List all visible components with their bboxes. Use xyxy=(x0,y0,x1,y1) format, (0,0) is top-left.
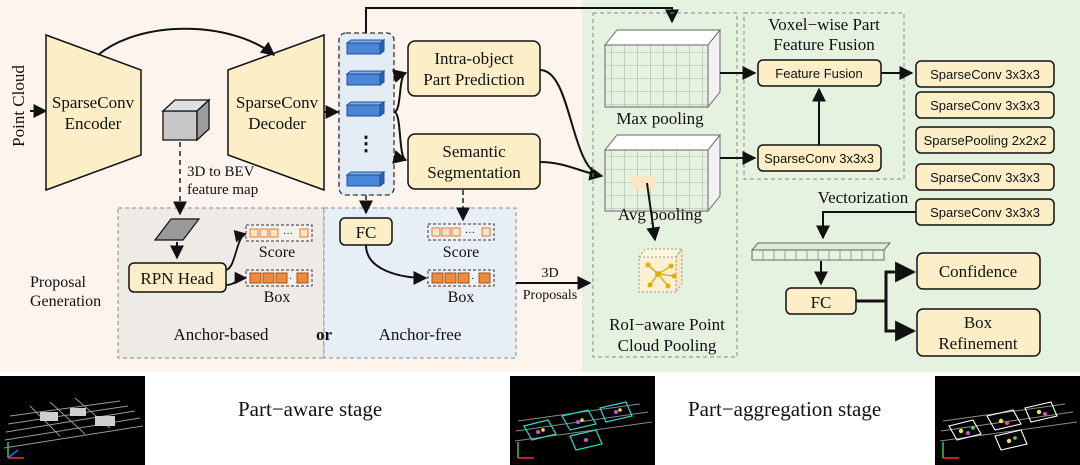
svg-text:···: ··· xyxy=(283,229,293,240)
avg-pooling-grid xyxy=(603,133,722,213)
anchor-based-score-boxes: ··· xyxy=(245,224,313,242)
roi-pooling-label-line1: RoI−aware Point xyxy=(609,315,725,334)
intra-object-part-prediction-block xyxy=(407,40,541,97)
encoder-label-line2: Encoder xyxy=(65,114,122,133)
svg-text:·: · xyxy=(471,274,474,285)
sparseconv-decoder-block xyxy=(227,33,325,192)
point-cloud-scan-input xyxy=(0,376,145,465)
decoder-label-line2: Decoder xyxy=(248,114,306,133)
anchor-based-box-boxes: · xyxy=(245,269,313,287)
anchor-based-box-label: Box xyxy=(264,289,291,306)
vectorized-feature-bar xyxy=(750,242,892,261)
anchor-free-box-label: Box xyxy=(448,289,475,306)
max-pooling-grid xyxy=(603,28,722,109)
box-refinement-label-line2: Refinement xyxy=(938,334,1018,353)
box-refinement-block xyxy=(916,308,1041,357)
anchor-free-score-label: Score xyxy=(443,244,479,261)
anchor-free-label: Anchor-free xyxy=(379,325,462,344)
feature-fusion-label: Feature Fusion xyxy=(775,66,862,81)
decoder-label-line1: SparseConv xyxy=(236,93,319,112)
conv-stack-label-2: SparseConv 3x3x3 xyxy=(930,98,1040,113)
conv-stack-label-1: SparseConv 3x3x3 xyxy=(930,67,1040,82)
intra-object-label-line1: Intra-object xyxy=(434,49,514,68)
conv-stack-label-5: SparseConv 3x3x3 xyxy=(930,205,1040,220)
conv-stack-block-4 xyxy=(915,163,1055,191)
conv-stack-label-4: SparseConv 3x3x3 xyxy=(930,170,1040,185)
point-cloud-label: Point Cloud xyxy=(9,65,28,147)
rpn-head-block xyxy=(128,262,227,293)
conv-stack-label-3: SparsePooling 2x2x2 xyxy=(924,133,1047,148)
conv-stack-block-2 xyxy=(915,91,1055,119)
conv-stack-block-3 xyxy=(915,126,1055,154)
confidence-label: Confidence xyxy=(939,262,1017,281)
bev-label-line1: 3D to BEV xyxy=(187,164,255,180)
roi-pooling-region xyxy=(592,12,738,358)
sparseconv-encoder-block xyxy=(45,33,142,192)
head-fc-label: FC xyxy=(811,293,832,312)
vectorization-label: Vectorization xyxy=(818,188,909,207)
voxel-wise-fusion-region xyxy=(743,12,905,180)
part-aggregation-stage-label: Part−aggregation stage xyxy=(688,397,882,421)
proposals-label-line2: Proposals xyxy=(523,288,577,303)
roi-pooling-label-line2: Cloud Pooling xyxy=(618,336,717,355)
anchor-free-fc-label: FC xyxy=(356,223,377,242)
feature-column-dots: ⋮ xyxy=(356,133,376,155)
avg-pooling-label: Avg pooling xyxy=(618,205,703,224)
semantic-segmentation-label-line1: Semantic xyxy=(442,142,506,161)
conv-stack: SparseConv 3x3x3 SparseConv 3x3x3 Sparse… xyxy=(915,60,1055,226)
box-refinement-label-line1: Box xyxy=(964,313,993,332)
bev-label-line2: feature map xyxy=(187,182,258,198)
svg-text:·: · xyxy=(289,274,292,285)
anchor-free-score-boxes: ··· xyxy=(427,223,495,241)
rpn-head-label: RPN Head xyxy=(140,269,214,288)
max-pooling-label: Max pooling xyxy=(616,109,704,128)
proposal-generation-line1: Proposal xyxy=(30,274,87,291)
intra-object-label-line2: Part Prediction xyxy=(423,70,525,89)
semantic-segmentation-label-line2: Segmentation xyxy=(427,163,521,182)
anchor-free-box-boxes: · xyxy=(427,269,495,287)
voxel-part-feature-cube xyxy=(638,247,683,294)
fusion-sparseconv-label: SparseConv 3x3x3 xyxy=(764,151,874,166)
proposal-generation-line2: Generation xyxy=(30,293,101,310)
point-cloud-scan-result xyxy=(935,376,1080,465)
confidence-block xyxy=(916,252,1041,290)
point-feature-vectors xyxy=(345,39,386,187)
anchor-based-label: Anchor-based xyxy=(173,325,269,344)
point-cloud-scan-part-aware xyxy=(510,376,655,465)
bev-feature-cube xyxy=(161,98,211,142)
bev-plane xyxy=(153,218,201,241)
proposals-label-line1: 3D xyxy=(541,266,558,281)
conv-stack-block-1 xyxy=(915,60,1055,88)
fusion-title-line2: Feature Fusion xyxy=(773,35,875,54)
fusion-title-line1: Voxel−wise Part xyxy=(768,15,880,34)
part-aware-stage-label: Part−aware stage xyxy=(238,397,383,421)
anchor-based-score-label: Score xyxy=(259,244,295,261)
encoder-label-line1: SparseConv xyxy=(52,93,135,112)
or-label: or xyxy=(316,325,333,344)
svg-text:···: ··· xyxy=(465,228,475,239)
